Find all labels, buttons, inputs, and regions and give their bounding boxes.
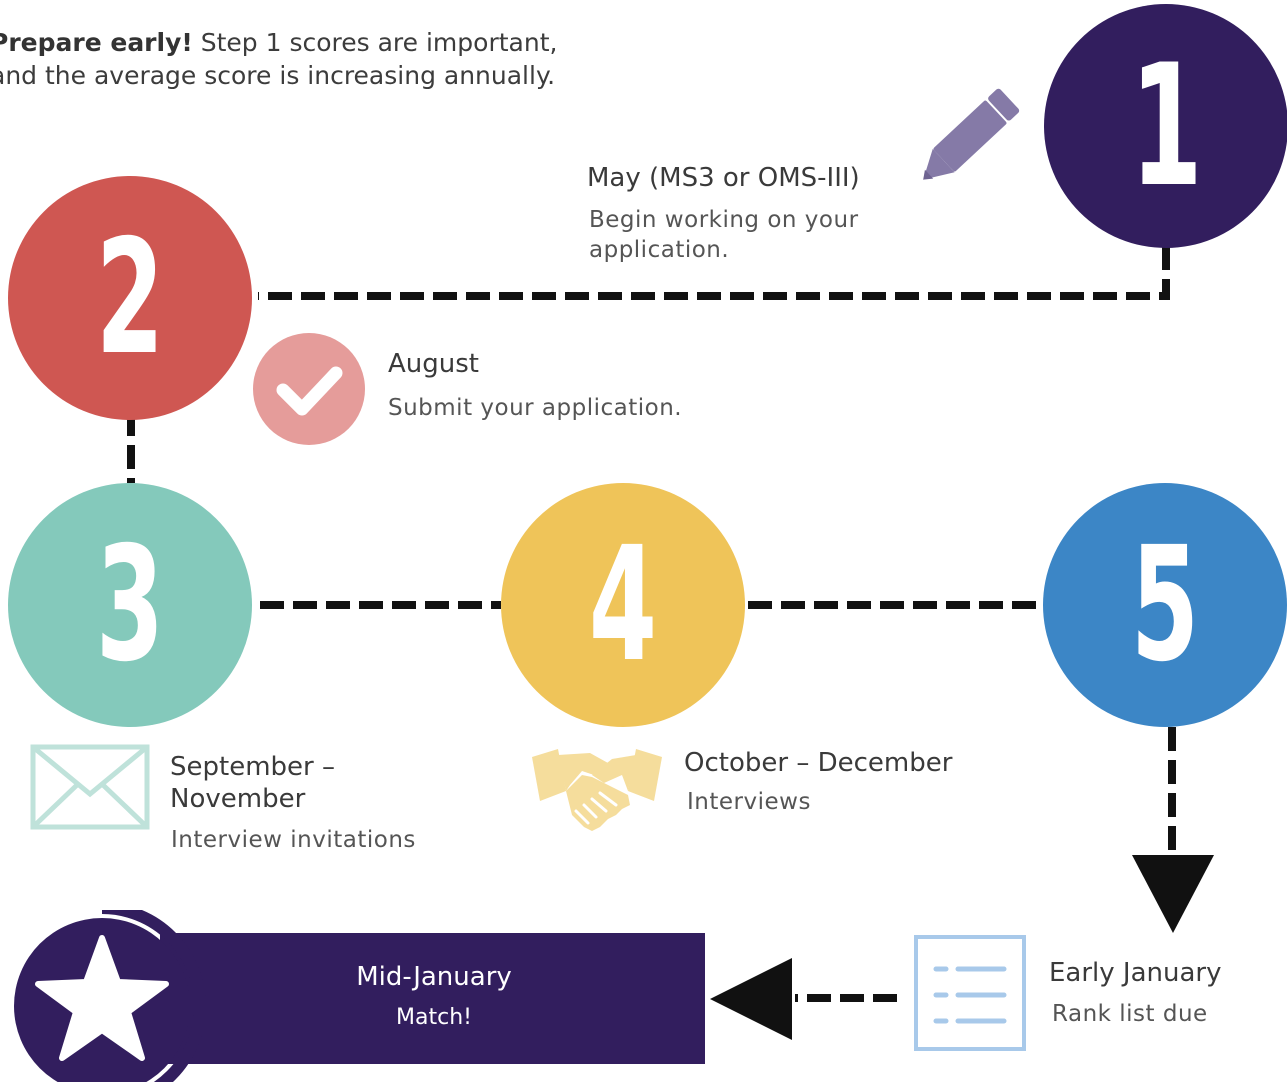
step-1-number: 1: [1129, 28, 1203, 224]
step-2-title: August: [388, 349, 479, 379]
step-1-description-line1: Begin working on your: [589, 207, 859, 233]
match-title: Mid-January: [356, 962, 512, 992]
step-4-description: Interviews: [687, 789, 811, 815]
match-text: Mid-January Match!: [260, 960, 608, 1033]
step-2-description: Submit your application.: [388, 395, 683, 421]
connector-1-to-2: [258, 246, 1170, 300]
handshake-icon: [532, 749, 662, 831]
list-icon: [933, 966, 1007, 1024]
list-icon-frame: [914, 935, 1026, 1051]
step-1-description: Begin working on your application.: [589, 205, 859, 265]
step-4-number: 4: [588, 513, 658, 697]
match-star-badge: [14, 910, 206, 1082]
step-1-title: May (MS3 or OMS-III): [587, 163, 860, 193]
step-5-title: Early January: [1049, 958, 1222, 988]
step-5-description: Rank list due: [1052, 1001, 1208, 1027]
match-banner: Mid-January Match!: [160, 933, 705, 1064]
pencil-icon: [923, 88, 1020, 180]
intro-rest: Step 1 scores are important,: [192, 28, 558, 57]
intro-text: Prepare early! Step 1 scores are importa…: [0, 26, 630, 92]
checkmark-icon: [276, 366, 343, 416]
step-3-description: Interview invitations: [171, 827, 416, 853]
intro-line2: and the average score is increasing annu…: [0, 61, 556, 90]
step-4-title: October – December: [684, 748, 953, 778]
step-5-circle: 5: [1043, 483, 1287, 727]
step-2-circle: 2: [8, 176, 252, 420]
step-3-title: September – November: [170, 751, 335, 815]
checkmark-badge: [253, 333, 365, 445]
step-3-number: 3: [95, 513, 165, 697]
envelope-icon: [30, 744, 150, 830]
intro-lead: Prepare early!: [0, 28, 193, 57]
step-3-title-line2: November: [170, 784, 306, 814]
match-subtitle: Match!: [396, 1005, 472, 1030]
star-icon: [35, 935, 169, 1061]
step-3-circle: 3: [8, 483, 252, 727]
step-2-number: 2: [95, 206, 165, 390]
arrow-down-icon: [1132, 855, 1214, 933]
step-1-description-line2: application.: [589, 237, 730, 263]
step-3-title-line1: September –: [170, 752, 335, 782]
step-4-circle: 4: [501, 483, 745, 727]
arrow-left-icon: [710, 958, 792, 1040]
step-1-circle: 1: [1044, 4, 1287, 248]
step-5-number: 5: [1130, 513, 1200, 697]
